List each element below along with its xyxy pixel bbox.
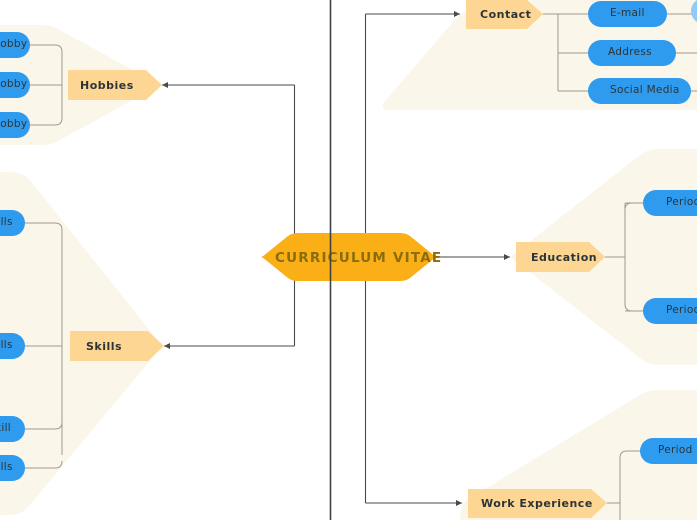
branch-node-contact[interactable] [466, 0, 543, 29]
leaf-node-hobby-1[interactable] [0, 32, 30, 58]
leaf-node-education-period-2[interactable] [643, 298, 697, 324]
connector-contact-children [543, 13, 697, 92]
leaf-node-hobby-3[interactable] [0, 112, 30, 138]
connector-skills-children [25, 222, 63, 469]
branch-node-work-experience[interactable] [468, 489, 607, 518]
connector-left-spine [162, 82, 296, 349]
leaf-node-social-media[interactable] [588, 78, 691, 104]
branch-node-education[interactable] [516, 242, 605, 272]
leaf-node-skills-4[interactable] [0, 455, 25, 481]
leaf-node-skills-1[interactable] [0, 210, 25, 236]
leaf-node-address[interactable] [588, 40, 676, 66]
branch-node-skills[interactable] [70, 331, 164, 361]
leaf-node-hobby-2[interactable] [0, 72, 30, 98]
leaf-node-email[interactable] [588, 1, 667, 27]
leaf-node-education-period-1[interactable] [643, 190, 697, 216]
leaf-node-skills-3[interactable] [0, 416, 25, 442]
branch-node-hobbies[interactable] [68, 70, 162, 100]
leaf-node-work-period-1[interactable] [640, 438, 697, 464]
leaf-node-email-extra[interactable] [691, 0, 697, 24]
halo-work-experience [459, 390, 697, 520]
leaf-node-skills-2[interactable] [0, 333, 25, 359]
center-node[interactable] [262, 233, 436, 281]
connector-hobbies-children [30, 44, 63, 126]
